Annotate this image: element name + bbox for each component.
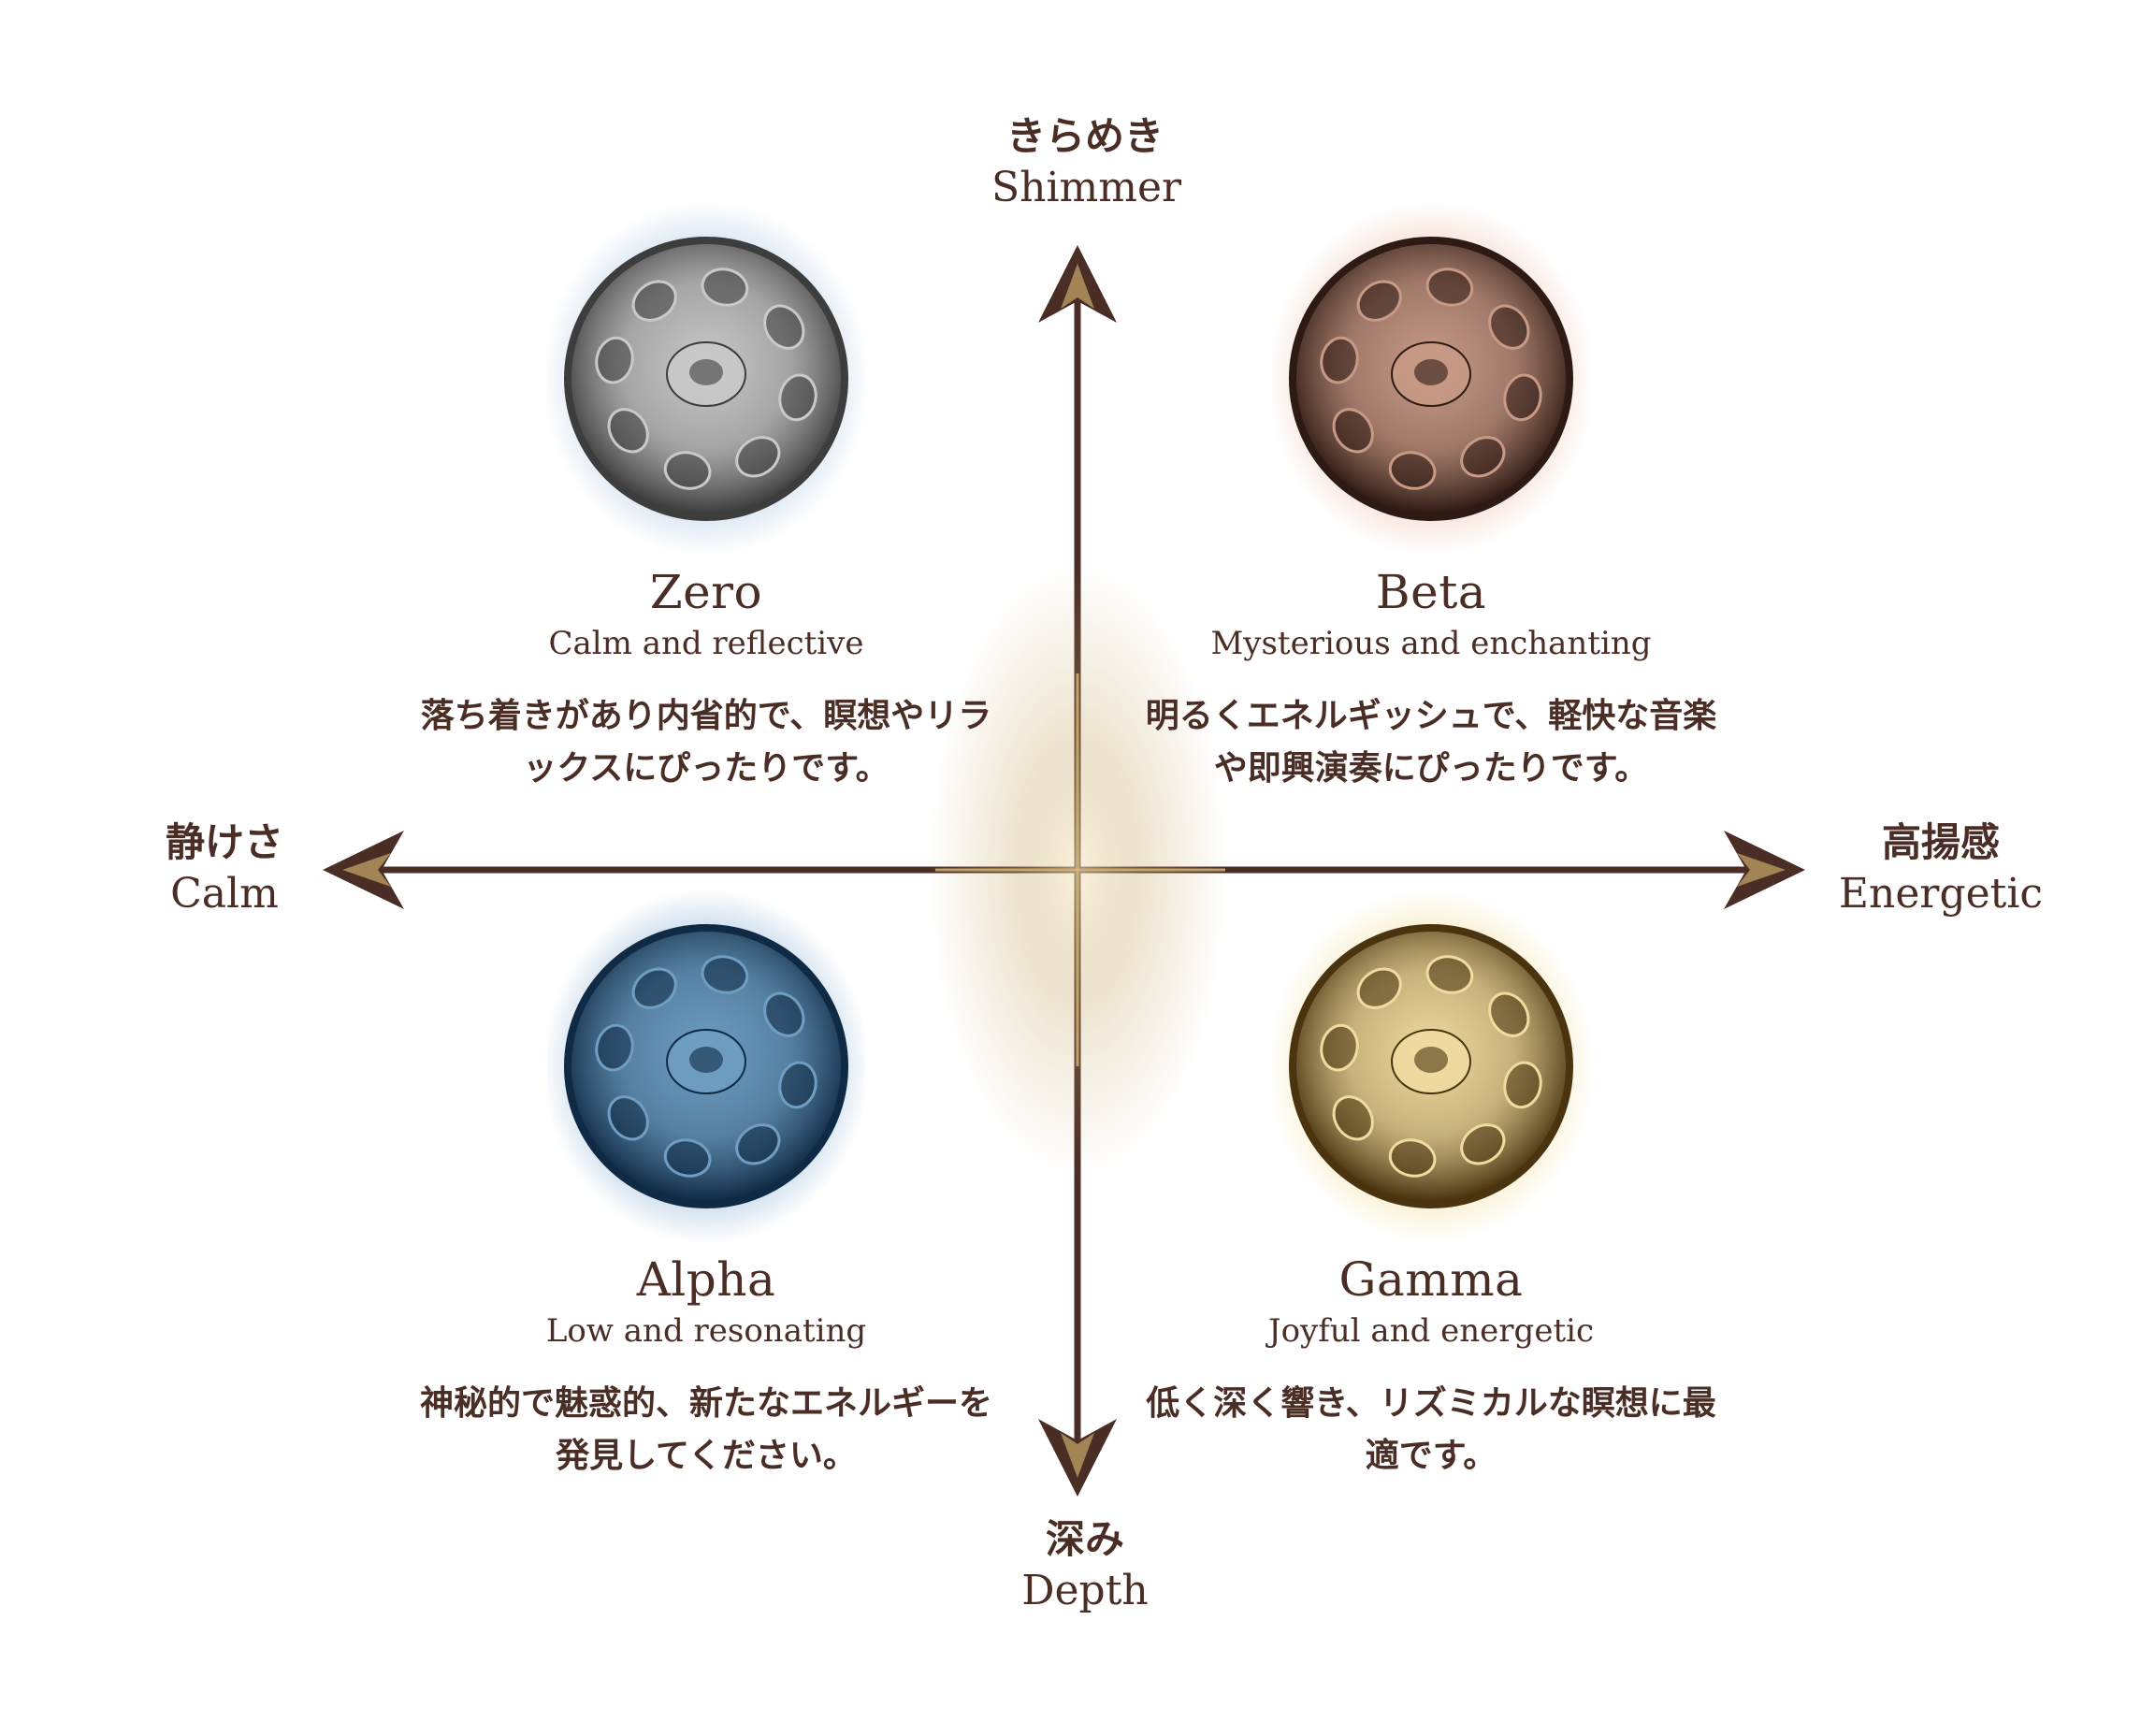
axis-left-en: Calm xyxy=(170,869,279,918)
tone-field xyxy=(1320,1023,1359,1072)
tone-field xyxy=(778,373,817,422)
tone-field xyxy=(735,436,781,478)
tone-field xyxy=(1503,373,1542,422)
quadrant-subtitle: Mysterious and enchanting xyxy=(1210,625,1652,662)
tone-field xyxy=(663,1138,712,1178)
tone-field xyxy=(701,955,749,994)
tone-field xyxy=(595,1023,634,1072)
ding-dome xyxy=(689,359,723,385)
quadrant-gamma: Gamma Joyful and energetic 低く深く響き、リズミカルな… xyxy=(1094,884,1768,1483)
arrow-up-icon xyxy=(1038,245,1117,323)
tone-field xyxy=(663,451,712,490)
axis-right-en: Energetic xyxy=(1838,869,2044,918)
quadrant-alpha: Alpha Low and resonating 神秘的で魅惑的、新たなエネルギ… xyxy=(369,884,1043,1483)
tone-field xyxy=(735,1123,781,1165)
quadrant-title: Alpha xyxy=(636,1252,776,1307)
axis-left-jp: 静けさ xyxy=(165,819,283,865)
tone-field xyxy=(1388,451,1437,490)
quadrant-beta: Beta Mysterious and enchanting 明るくエネルギッシ… xyxy=(1094,196,1768,795)
tone-field xyxy=(1388,1138,1437,1178)
handpan-bronze-icon xyxy=(1272,196,1590,561)
quadrant-zero: Zero Calm and reflective 落ち着きがあり内省的で、瞑想や… xyxy=(369,196,1043,795)
tone-field xyxy=(607,1095,649,1141)
ding-dome xyxy=(689,1047,723,1073)
quadrant-title: Gamma xyxy=(1338,1252,1524,1307)
tone-field xyxy=(1425,955,1474,994)
handpan-blue-icon xyxy=(547,884,865,1249)
tone-field xyxy=(631,280,677,322)
ding-dome xyxy=(1414,1047,1448,1073)
tone-field xyxy=(1332,1095,1374,1141)
tone-field xyxy=(701,268,749,307)
axis-top-en: Shimmer xyxy=(991,163,1182,211)
tone-field xyxy=(763,304,805,350)
axis-label-energetic: 高揚感 Energetic xyxy=(1833,818,2048,919)
tone-field xyxy=(1488,991,1530,1037)
tone-field xyxy=(1460,436,1506,478)
axis-label-depth: 深み Depth xyxy=(991,1515,1179,1616)
quadrant-subtitle: Joyful and energetic xyxy=(1267,1312,1595,1350)
quadrant-description: 明るくエネルギッシュで、軽快な音楽や即興演奏にぴったりです。 xyxy=(1145,697,1717,788)
axis-right-jp: 高揚感 xyxy=(1881,819,2000,865)
handpan-gold-icon xyxy=(1272,884,1590,1249)
ding-dome xyxy=(1414,359,1448,385)
axis-top-jp: きらめき xyxy=(1005,113,1164,159)
tone-field xyxy=(1320,336,1359,384)
arrow-left-icon xyxy=(323,831,404,909)
quadrant-subtitle: Calm and reflective xyxy=(548,625,864,662)
tone-field xyxy=(1356,967,1402,1009)
tone-field xyxy=(1460,1123,1506,1165)
tone-field xyxy=(607,408,649,454)
tone-field xyxy=(763,991,805,1037)
tone-field xyxy=(631,967,677,1009)
tone-field xyxy=(595,336,634,384)
tone-field xyxy=(1356,280,1402,322)
quadrant-title: Beta xyxy=(1375,565,1487,619)
quadrant-subtitle: Low and resonating xyxy=(545,1312,867,1350)
quadrant-description: 低く深く響き、リズミカルな瞑想に最適です。 xyxy=(1146,1384,1716,1475)
handpan-silver-icon xyxy=(547,196,865,561)
axis-label-calm: 静けさ Calm xyxy=(131,818,318,919)
arrow-right-icon xyxy=(1724,831,1805,909)
axis-bottom-jp: 深み xyxy=(1045,1516,1124,1562)
tone-field xyxy=(1425,268,1474,307)
axis-label-shimmer: きらめき Shimmer xyxy=(991,112,1182,213)
tone-field xyxy=(1488,304,1530,350)
tone-field xyxy=(1332,408,1374,454)
tone-field xyxy=(1503,1061,1542,1109)
axis-bottom-en: Depth xyxy=(1021,1566,1149,1614)
quadrant-description: 落ち着きがあり内省的で、瞑想やリラックスにぴったりです。 xyxy=(420,697,992,788)
tone-field xyxy=(778,1061,817,1109)
arrow-down-icon xyxy=(1038,1419,1117,1497)
quadrant-title: Zero xyxy=(649,565,763,619)
quadrant-description: 神秘的で魅惑的、新たなエネルギーを発見してください。 xyxy=(419,1384,992,1475)
